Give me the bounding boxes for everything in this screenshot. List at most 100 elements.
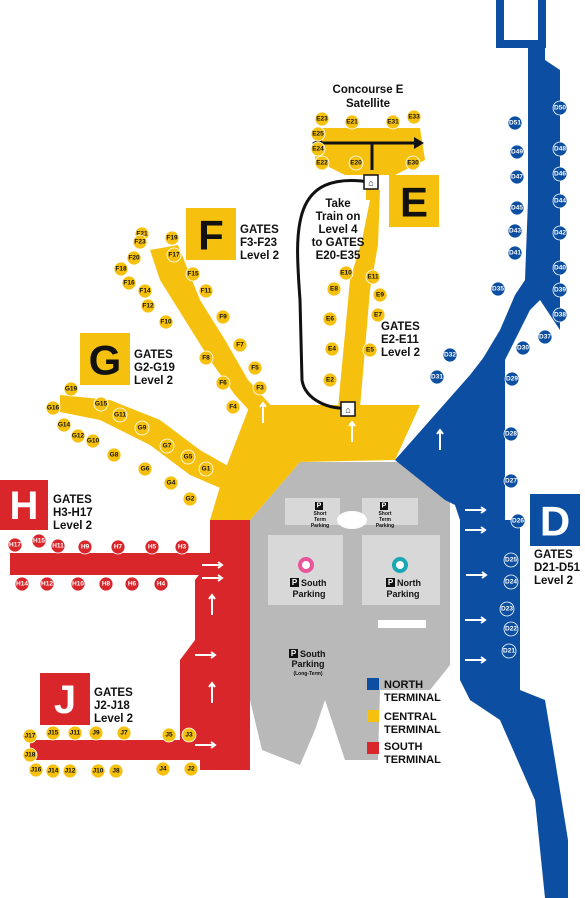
gate-d45: D45 [509, 200, 525, 216]
gate-marker [552, 100, 568, 116]
gate-label: D25 [505, 557, 517, 564]
parking-roundabout [337, 511, 367, 529]
train-note-line3: Level 4 [319, 224, 359, 236]
gate-label: G5 [184, 454, 193, 461]
gate-marker [50, 538, 66, 554]
gate-marker [153, 576, 169, 592]
gate-label: J5 [165, 732, 173, 739]
gate-e8: E8 [326, 281, 342, 297]
gate-marker [344, 114, 360, 130]
gate-marker [183, 761, 199, 777]
gate-h9: H9 [77, 539, 93, 555]
gate-g6: G6 [137, 461, 153, 477]
gate-label: J14 [48, 768, 59, 775]
gate-label: H6 [128, 581, 137, 588]
concourse-g-level: Level 2 [134, 375, 173, 387]
gate-marker [215, 375, 231, 391]
gate-label: G10 [87, 438, 100, 445]
gate-marker [322, 311, 338, 327]
gate-marker [503, 473, 519, 489]
gate-marker [174, 539, 190, 555]
north-connector [395, 330, 505, 505]
gate-label: E23 [316, 116, 328, 123]
gate-h3: H3 [174, 539, 190, 555]
gate-marker [144, 539, 160, 555]
concourse-d-letter: D [540, 498, 570, 545]
short-term-parking-right [362, 498, 418, 525]
gate-marker [22, 747, 38, 763]
concourse-d-gates-label: GATES [534, 549, 573, 561]
gate-d46: D46 [552, 166, 568, 182]
gate-f10: F10 [158, 314, 174, 330]
gate-marker [515, 340, 531, 356]
gate-marker [322, 372, 338, 388]
concourse-h-gate-range: H3-H17 [53, 507, 93, 519]
gate-label: D45 [511, 205, 523, 212]
gate-f6: F6 [215, 375, 231, 391]
gate-marker [509, 200, 525, 216]
gate-marker [385, 114, 401, 130]
svg-text:Parking: Parking [291, 659, 324, 669]
gate-f16: F16 [121, 275, 137, 291]
concourse-d-level: Level 2 [534, 575, 573, 587]
walkway-arrow [202, 574, 224, 582]
gate-label: F21 [136, 231, 148, 238]
gate-d48: D48 [552, 141, 568, 157]
gate-label: E10 [340, 270, 352, 277]
gate-d23: D23 [499, 601, 515, 617]
gate-label: E8 [330, 286, 338, 293]
gate-f8: F8 [198, 350, 214, 366]
gate-marker [45, 763, 61, 779]
gate-marker [509, 144, 525, 160]
concourse-e-train-line [296, 179, 371, 410]
gate-e10: E10 [338, 265, 354, 281]
gate-marker [198, 283, 214, 299]
concourse-e-letter: E [400, 179, 428, 226]
gate-d43: D43 [507, 223, 523, 239]
walkway-arrows [195, 401, 488, 749]
concourse-j-gates-label: GATES [94, 687, 133, 699]
gate-label: J10 [93, 768, 104, 775]
gate-marker [93, 396, 109, 412]
gate-label: F12 [142, 303, 154, 310]
gate-label: D21 [503, 648, 515, 655]
gate-d44: D44 [552, 193, 568, 209]
concourse-j-sign: J GATES J2-J18 Level 2 [40, 673, 133, 725]
gate-g10: G10 [85, 433, 101, 449]
parking-p-icon [315, 502, 323, 510]
concourse-f-letter: F [198, 212, 224, 259]
gate-label: D31 [431, 374, 443, 381]
gate-marker [507, 115, 523, 131]
gate-j5: J5 [161, 727, 177, 743]
gate-j11: J11 [67, 725, 83, 741]
gate-h12: H12 [39, 576, 55, 592]
gate-h10: H10 [70, 576, 86, 592]
gate-label: D24 [505, 579, 517, 586]
concourse-d-sign: D GATES D21-D51 Level 2 [530, 494, 581, 587]
gate-label: G7 [163, 443, 172, 450]
concourse-f-gates-label: GATES [240, 224, 279, 236]
gate-marker [370, 307, 386, 323]
south-main-building [180, 520, 250, 770]
gate-label: H10 [72, 581, 84, 588]
terminal-legend: NORTH TERMINAL CENTRAL TERMINAL SOUTH TE… [367, 678, 441, 766]
legend-central-swatch [367, 710, 379, 722]
gate-marker [326, 281, 342, 297]
gate-label: D50 [554, 105, 566, 112]
gate-marker [45, 725, 61, 741]
concourse-g-sign: G GATES G2-G19 Level 2 [80, 333, 175, 387]
concourse-g-gate-range: G2-G19 [134, 362, 175, 374]
gate-label: F18 [115, 266, 127, 273]
gate-marker [124, 576, 140, 592]
gate-d27: D27 [503, 473, 519, 489]
gate-label: J3 [185, 732, 193, 739]
gate-e20: E20 [348, 155, 364, 171]
gate-label: H15 [33, 538, 45, 545]
gate-f5: F5 [247, 360, 263, 376]
gate-marker [62, 763, 78, 779]
gate-j12: J12 [62, 763, 78, 779]
legend-north-swatch [367, 678, 379, 690]
gate-label: D44 [554, 198, 566, 205]
gate-e24: E24 [310, 141, 326, 157]
